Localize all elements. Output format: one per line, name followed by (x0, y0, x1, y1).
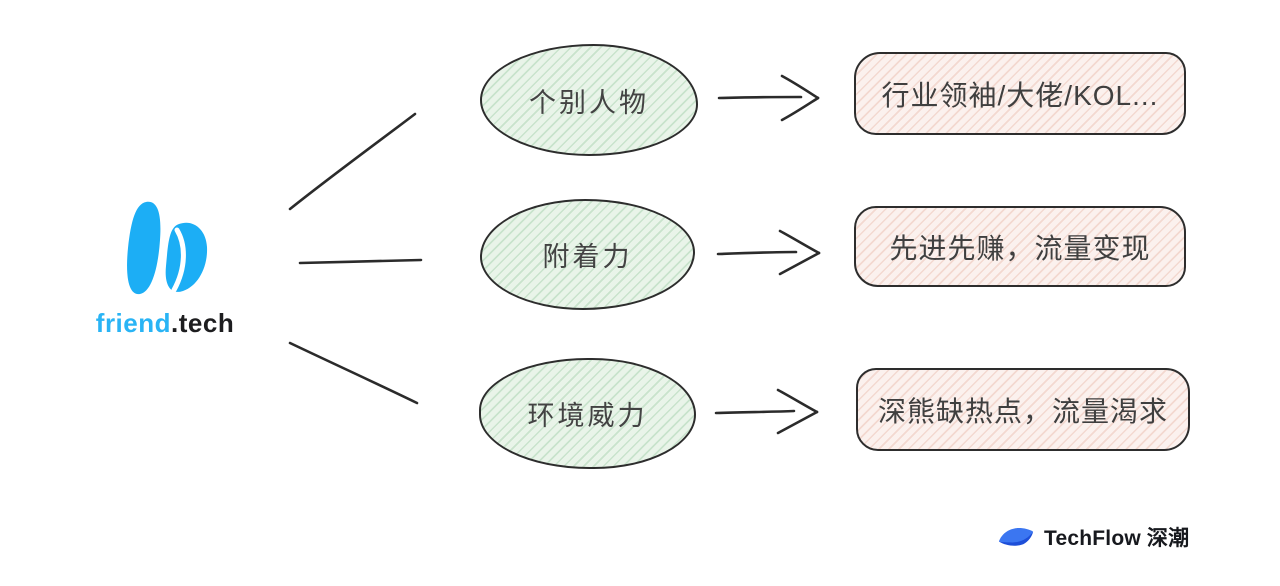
cause-label: 附着力 (542, 242, 633, 272)
cause-ellipse-individuals: 个别人物 (480, 44, 698, 156)
arrow-bottom (714, 388, 819, 435)
techflow-leaf-icon (998, 527, 1034, 546)
effect-box-monetize: 先进先赚，流量变现 (854, 206, 1186, 287)
cause-ellipse-stickiness: 附着力 (480, 199, 695, 310)
cause-label: 环境威力 (527, 401, 648, 431)
friendtech-word-blue: friend (95, 308, 172, 338)
friendtech-wordmark: friend.tech (92, 308, 238, 339)
cause-ellipse-environment: 环境威力 (479, 358, 696, 469)
branch-line-bottom (288, 341, 419, 405)
effect-box-bear-market: 深熊缺热点，流量渴求 (856, 368, 1190, 451)
friendtech-logo: friend.tech (92, 198, 238, 339)
friendtech-ears-icon (127, 201, 208, 295)
effect-label: 行业领袖/大佬/KOL... (881, 79, 1159, 111)
branch-line-middle (298, 258, 423, 265)
techflow-brand-text: TechFlow 深潮 (1044, 527, 1190, 550)
cause-label: 个别人物 (529, 87, 649, 118)
arrow-top (717, 74, 820, 122)
effect-box-kol: 行业领袖/大佬/KOL... (854, 52, 1186, 135)
effect-label: 深熊缺热点，流量渴求 (877, 395, 1168, 427)
arrow-middle (716, 229, 821, 276)
branch-line-top (288, 112, 417, 211)
techflow-watermark: TechFlow 深潮 (998, 522, 1189, 552)
friendtech-word-dark: .tech (171, 308, 235, 338)
effect-label: 先进先赚，流量变现 (889, 232, 1151, 264)
